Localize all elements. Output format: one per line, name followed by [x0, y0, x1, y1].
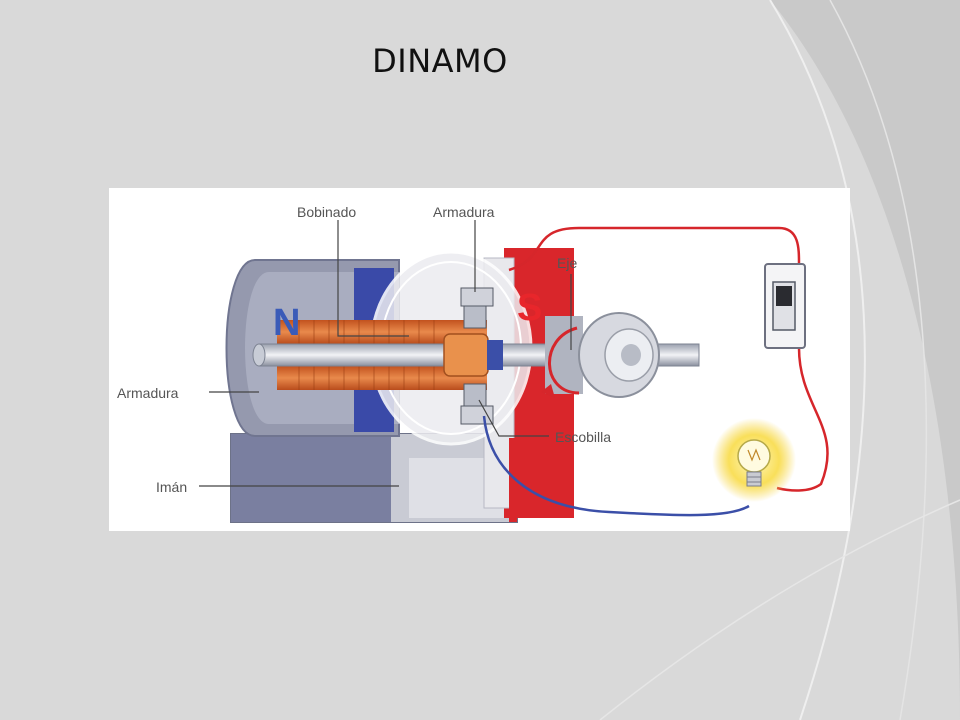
- wire-blue: [482, 415, 750, 517]
- label-eje: Eje: [557, 255, 577, 271]
- label-armadura-top: Armadura: [433, 204, 495, 220]
- label-escobilla: Escobilla: [555, 429, 611, 445]
- magnet-base: [230, 433, 518, 523]
- label-bobinado: Bobinado: [297, 204, 356, 220]
- wire-red: [508, 226, 801, 272]
- light-bulb: [712, 418, 796, 502]
- pole-south-label: S: [517, 287, 542, 329]
- dynamo-diagram: N S Bobinado Armadura Eje: [117, 204, 829, 523]
- leader-escobilla: [478, 399, 549, 437]
- slide-title: DINAMO: [372, 42, 508, 80]
- rotation-arrow-head: [541, 384, 555, 398]
- background-curve-right: [770, 0, 960, 720]
- pole-north-label: N: [273, 302, 300, 344]
- pulley: [545, 312, 660, 398]
- background-curve-line-2: [829, 0, 928, 720]
- label-iman: Imán: [156, 479, 187, 495]
- wire-red-lower: [776, 347, 829, 492]
- background-curve-line: [769, 0, 866, 720]
- dynamo-diagram-panel: N S Bobinado Armadura Eje: [109, 188, 850, 531]
- leader-bobinado: [337, 220, 409, 337]
- label-armadura-left: Armadura: [117, 385, 179, 401]
- rotation-arrow: [548, 326, 580, 395]
- switch: [764, 263, 806, 349]
- background-curve-line-3: [599, 499, 960, 720]
